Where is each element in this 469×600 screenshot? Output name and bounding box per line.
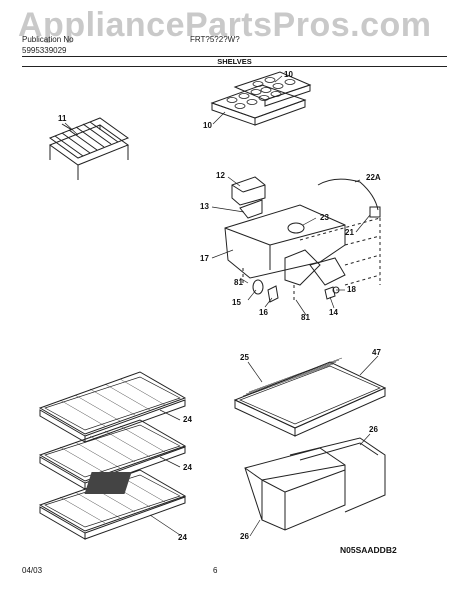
callout-21: 21: [345, 228, 354, 237]
publication-label: Publication No: [22, 35, 74, 44]
callout-23: 23: [320, 213, 329, 222]
section-title: SHELVES: [217, 57, 252, 66]
callout-12: 12: [216, 171, 225, 180]
callout-26-right: 26: [369, 425, 378, 434]
callout-26-left: 26: [240, 532, 249, 541]
header-rule-bottom: [22, 66, 447, 67]
callout-47: 47: [372, 348, 381, 357]
crisper-drawers-drawing: [244, 437, 386, 531]
diagram-code: N05SAADDB2: [340, 545, 397, 555]
callout-16: 16: [259, 308, 268, 317]
callout-18: 18: [347, 285, 356, 294]
callout-10-upper: 10: [284, 70, 293, 79]
callout-14: 14: [329, 308, 338, 317]
publication-number: 5995339029: [22, 46, 67, 55]
callout-81-right: 81: [301, 313, 310, 322]
callout-24-top: 24: [183, 415, 192, 424]
callout-25: 25: [240, 353, 249, 362]
ice-tray-drawing: [210, 71, 312, 126]
callout-13: 13: [200, 202, 209, 211]
wire-shelves-drawing: [38, 371, 187, 540]
ice-maker-drawing: [224, 176, 381, 303]
callout-11: 11: [58, 114, 67, 123]
model-number: FRT?5?2?W?: [190, 35, 240, 44]
footer-date: 04/03: [22, 566, 43, 575]
wire-rack-drawing: [48, 117, 130, 180]
header-rule-top: [22, 56, 447, 57]
watermark: AppliancePartsPros.com: [18, 6, 432, 44]
callout-10-lower: 10: [203, 121, 212, 130]
callout-22A: 22A: [366, 173, 381, 182]
callout-24-bottom: 24: [178, 533, 187, 542]
page-number: 6: [213, 566, 218, 575]
callout-24-middle: 24: [183, 463, 192, 472]
callout-17: 17: [200, 254, 209, 263]
crisper-cover-drawing: [233, 357, 387, 437]
callout-15: 15: [232, 298, 241, 307]
callout-81-left: 81: [234, 278, 243, 287]
